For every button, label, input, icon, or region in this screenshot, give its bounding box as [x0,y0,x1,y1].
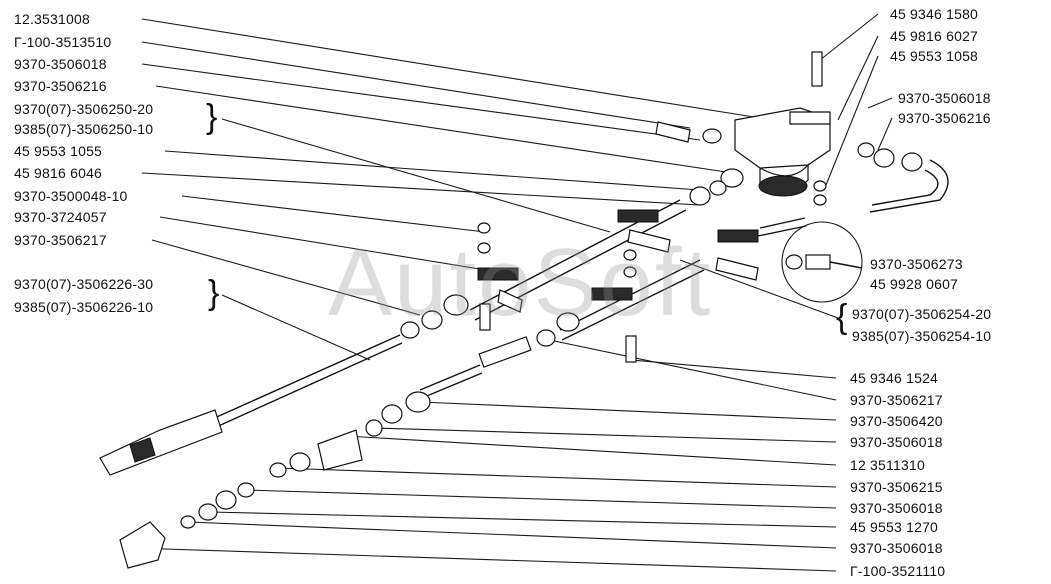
label-left-7: 45 9553 1055 [14,143,103,159]
label-right-7: 12 3511310 [850,457,925,473]
leader-lines-right [133,13,893,572]
label-inset-1: 9370-3506273 [870,256,963,272]
brace-right: { [836,298,848,336]
valve-block [655,51,831,206]
middle-rods [400,180,759,363]
brace-left-1: } [206,98,218,136]
label-right-9: 9370-3506018 [850,500,943,516]
label-right-top-3: 45 9553 1058 [890,48,979,64]
right-fittings [757,142,949,237]
label-left-4: 9370-3506216 [14,78,107,94]
label-left-2: Г-100-3513510 [14,34,112,50]
label-left-5: 9370(07)-3506250-20 [14,101,154,117]
label-right-top-2: 45 9816 6027 [890,28,979,44]
label-left-10: 9370-3724057 [14,209,107,225]
label-right-top-1: 45 9346 1580 [890,6,979,22]
label-right-10: 45 9553 1270 [850,519,939,535]
label-left-13: 9385(07)-3506226-10 [14,299,154,315]
leader-lines-left [141,18,761,361]
label-right-11: 9370-3506018 [850,540,943,556]
label-left-11: 9370-3506217 [14,232,107,248]
label-right-5: 9370-3506420 [850,413,943,429]
label-right-12: Г-100-3521110 [850,563,946,579]
label-left-12: 9370(07)-3506226-30 [14,276,154,292]
label-right-4: 9370-3506217 [850,392,943,408]
label-left-8: 45 9816 6046 [14,165,103,181]
label-left-3: 9370-3506018 [14,56,107,72]
label-right-1: 9370(07)-3506254-20 [852,306,992,322]
watermark: AutoSoft [328,229,713,336]
label-right-3: 45 9346 1524 [850,370,939,386]
lower-shaft [99,334,532,569]
inset-detail [781,221,863,303]
label-left-1: 12.3531008 [14,11,90,27]
label-left-9: 9370-3500048-10 [14,188,128,204]
label-right-2: 9385(07)-3506254-10 [852,328,992,344]
label-right-8: 9370-3506215 [850,479,943,495]
label-right-top-4: 9370-3506018 [898,90,991,106]
brace-left-2: } [208,274,220,312]
label-inset-2: 45 9928 0607 [870,276,959,292]
label-right-6: 9370-3506018 [850,434,943,450]
label-right-top-5: 9370-3506216 [898,110,991,126]
label-left-6: 9385(07)-3506250-10 [14,121,154,137]
